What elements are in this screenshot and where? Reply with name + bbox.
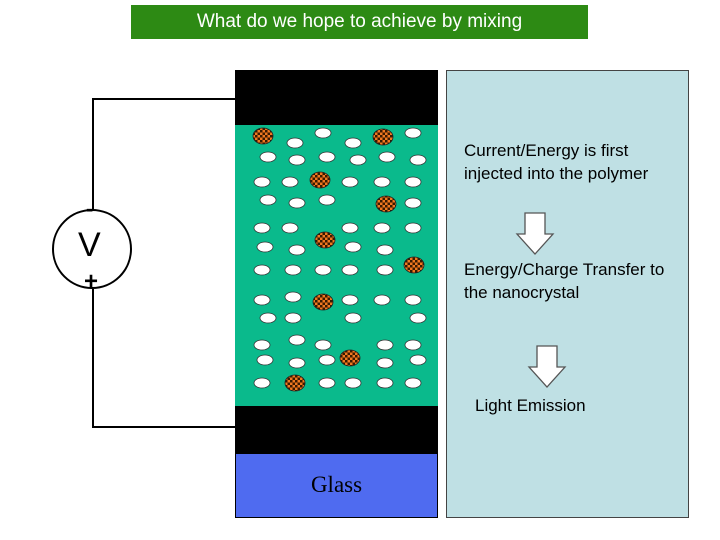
polymer-molecule — [373, 222, 391, 234]
step-3-text: Light Emission — [475, 396, 586, 415]
bottom-electrode — [235, 406, 438, 453]
polymer-molecule — [341, 222, 359, 234]
polymer-molecule — [284, 291, 302, 303]
polymer-molecule — [259, 312, 277, 324]
polymer-molecule — [253, 377, 271, 389]
polymer-molecule — [344, 241, 362, 253]
polymer-molecule — [288, 197, 306, 209]
glass-label: Glass — [310, 472, 363, 497]
polymer-molecule — [259, 151, 277, 163]
wire-left-upper — [92, 98, 94, 210]
voltage-label: V — [78, 226, 101, 264]
polymer-molecule — [288, 357, 306, 369]
nanocrystal — [284, 374, 306, 392]
polymer-molecule — [288, 244, 306, 256]
polymer-molecule — [259, 194, 277, 206]
wire-left-lower — [92, 289, 94, 427]
polymer-molecule — [318, 151, 336, 163]
polymer-molecule — [376, 339, 394, 351]
explanation-panel — [446, 70, 689, 518]
polymer-molecule — [341, 294, 359, 306]
polymer-molecule — [376, 377, 394, 389]
polymer-molecule — [404, 222, 422, 234]
step-2-text: Energy/Charge Transfer to the nanocrysta… — [464, 260, 665, 302]
nanocrystal — [372, 128, 394, 146]
polymer-molecule — [404, 127, 422, 139]
polymer-molecule — [256, 241, 274, 253]
top-electrode — [235, 70, 438, 125]
polymer-molecule — [288, 154, 306, 166]
wire-top — [92, 98, 236, 100]
plus-sign: + — [84, 268, 99, 295]
voltage-source — [52, 209, 132, 289]
polymer-molecule — [314, 264, 332, 276]
polymer-molecule — [409, 154, 427, 166]
polymer-molecule — [314, 127, 332, 139]
polymer-molecule — [341, 264, 359, 276]
polymer-molecule — [281, 222, 299, 234]
polymer-molecule — [253, 264, 271, 276]
nanocrystal — [314, 231, 336, 249]
polymer-molecule — [409, 312, 427, 324]
polymer-molecule — [286, 137, 304, 149]
polymer-molecule — [344, 137, 362, 149]
polymer-molecule — [378, 151, 396, 163]
polymer-molecule — [344, 377, 362, 389]
glass-substrate: Glass — [235, 453, 438, 518]
polymer-molecule — [284, 264, 302, 276]
wire-bottom — [92, 426, 236, 428]
polymer-molecule — [281, 176, 299, 188]
polymer-molecule — [344, 312, 362, 324]
polymer-molecule — [341, 176, 359, 188]
polymer-molecule — [404, 377, 422, 389]
slide-title: What do we hope to achieve by mixing — [131, 5, 588, 39]
polymer-molecule — [253, 222, 271, 234]
minus-sign: - — [86, 196, 94, 221]
polymer-molecule — [318, 377, 336, 389]
nanocrystal — [375, 195, 397, 213]
polymer-molecule — [376, 357, 394, 369]
polymer-molecule — [314, 339, 332, 351]
polymer-molecule — [373, 176, 391, 188]
polymer-molecule — [288, 334, 306, 346]
polymer-molecule — [373, 294, 391, 306]
nanocrystal — [312, 293, 334, 311]
nanocrystal — [252, 127, 274, 145]
nanocrystal — [309, 171, 331, 189]
polymer-molecule — [284, 312, 302, 324]
polymer-molecule — [404, 294, 422, 306]
down-arrow-icon — [527, 345, 567, 388]
polymer-molecule — [349, 154, 367, 166]
polymer-molecule — [404, 339, 422, 351]
polymer-molecule — [318, 354, 336, 366]
step-1-text: Current/Energy is first injected into th… — [464, 141, 649, 183]
polymer-molecule — [253, 294, 271, 306]
polymer-molecule — [256, 354, 274, 366]
nanocrystal — [403, 256, 425, 274]
polymer-molecule — [409, 354, 427, 366]
polymer-molecule — [253, 176, 271, 188]
polymer-molecule — [376, 264, 394, 276]
polymer-molecule — [404, 176, 422, 188]
polymer-molecule — [404, 197, 422, 209]
nanocrystal — [339, 349, 361, 367]
down-arrow-icon — [515, 212, 555, 255]
polymer-molecule — [318, 194, 336, 206]
polymer-molecule — [253, 339, 271, 351]
polymer-molecule — [376, 244, 394, 256]
